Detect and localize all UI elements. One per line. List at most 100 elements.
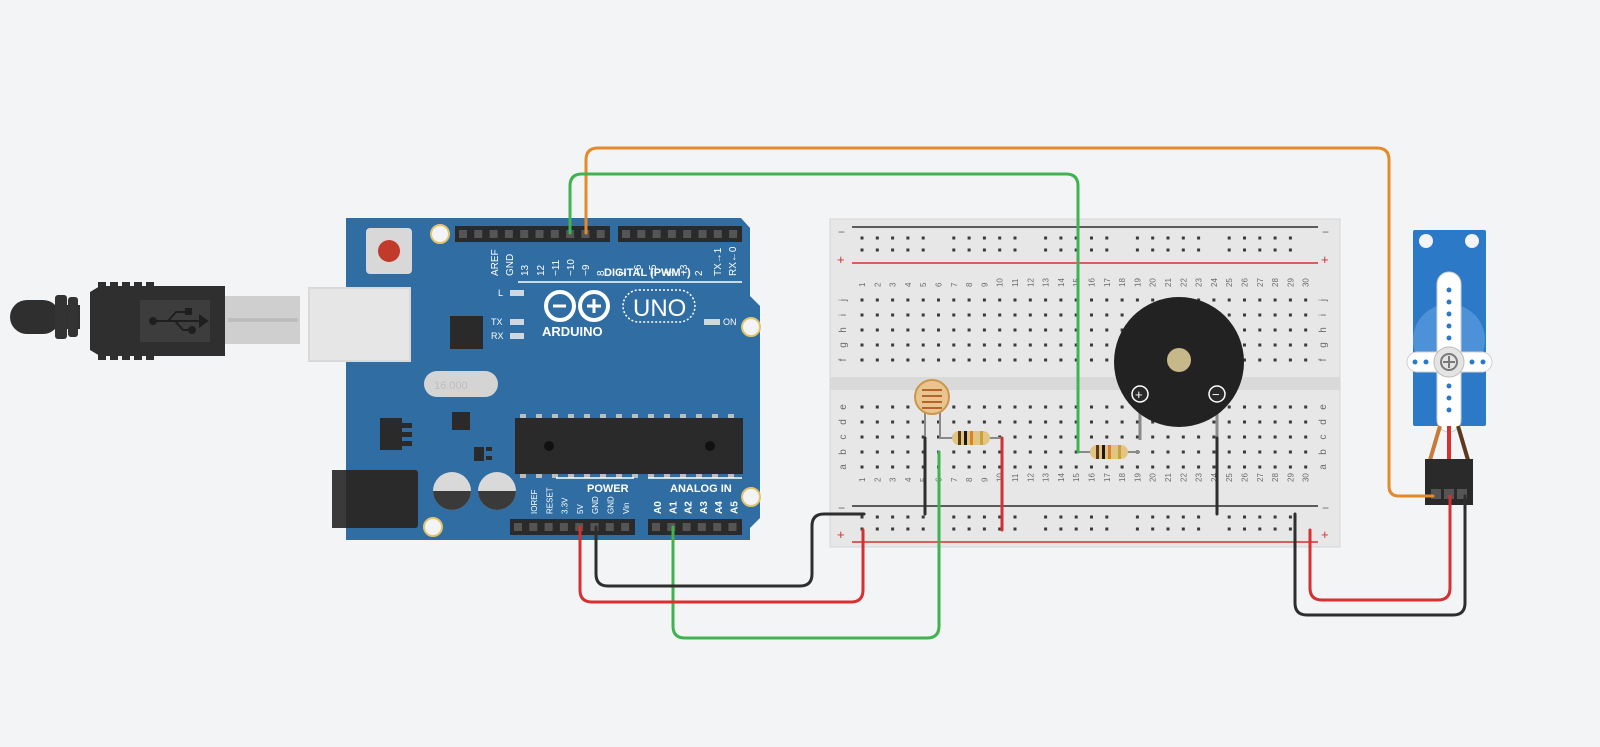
breadboard-hole[interactable] <box>998 420 1002 424</box>
breadboard-hole[interactable] <box>952 328 956 332</box>
breadboard-hole[interactable] <box>921 343 925 347</box>
breadboard-hole[interactable] <box>1151 236 1155 240</box>
breadboard-hole[interactable] <box>1059 358 1063 362</box>
breadboard-hole[interactable] <box>998 236 1002 240</box>
breadboard-hole[interactable] <box>1243 343 1246 347</box>
breadboard-hole[interactable] <box>1288 298 1292 302</box>
breadboard-hole[interactable] <box>1105 298 1109 302</box>
breadboard-hole[interactable] <box>1212 420 1216 424</box>
breadboard-hole[interactable] <box>906 328 910 332</box>
breadboard-hole[interactable] <box>875 465 879 469</box>
breadboard-hole[interactable] <box>1074 465 1078 469</box>
breadboard-hole[interactable] <box>1227 236 1231 240</box>
breadboard-hole[interactable] <box>921 450 925 454</box>
breadboard-hole[interactable] <box>921 248 925 252</box>
breadboard-hole[interactable] <box>982 298 986 302</box>
header-socket[interactable] <box>713 523 722 531</box>
header-socket[interactable] <box>682 523 691 531</box>
breadboard-hole[interactable] <box>1059 435 1063 439</box>
breadboard-hole[interactable] <box>1212 465 1216 469</box>
header-socket[interactable] <box>474 230 483 238</box>
breadboard-hole[interactable] <box>998 405 1002 409</box>
breadboard-hole[interactable] <box>1090 343 1093 347</box>
breadboard-hole[interactable] <box>1028 358 1032 362</box>
header-socket[interactable] <box>535 230 544 238</box>
breadboard-hole[interactable] <box>998 465 1002 469</box>
breadboard-hole[interactable] <box>1044 236 1048 240</box>
breadboard-hole[interactable] <box>952 236 956 240</box>
breadboard-hole[interactable] <box>1273 450 1277 454</box>
header-socket[interactable] <box>713 230 722 238</box>
breadboard-hole[interactable] <box>982 343 986 347</box>
breadboard-hole[interactable] <box>937 343 940 347</box>
breadboard-hole[interactable] <box>921 236 925 240</box>
breadboard-hole[interactable] <box>1197 450 1201 454</box>
breadboard-hole[interactable] <box>906 248 910 252</box>
breadboard-hole[interactable] <box>1044 465 1048 469</box>
breadboard-hole[interactable] <box>906 313 910 317</box>
breadboard-hole[interactable] <box>1074 328 1078 332</box>
breadboard-hole[interactable] <box>875 435 879 439</box>
breadboard-hole[interactable] <box>1013 515 1017 519</box>
breadboard-hole[interactable] <box>1273 465 1277 469</box>
breadboard-hole[interactable] <box>860 515 864 519</box>
breadboard-hole[interactable] <box>1288 248 1292 252</box>
breadboard-hole[interactable] <box>1273 420 1277 424</box>
breadboard-hole[interactable] <box>998 313 1002 317</box>
header-socket[interactable] <box>683 230 692 238</box>
breadboard-hole[interactable] <box>982 236 986 240</box>
breadboard-hole[interactable] <box>967 328 971 332</box>
breadboard-hole[interactable] <box>1288 328 1292 332</box>
header-socket[interactable] <box>544 523 553 531</box>
breadboard-hole[interactable] <box>1243 248 1246 252</box>
header-socket[interactable] <box>605 523 614 531</box>
breadboard-hole[interactable] <box>952 405 956 409</box>
breadboard-hole[interactable] <box>1105 236 1109 240</box>
breadboard-hole[interactable] <box>1258 248 1262 252</box>
breadboard-hole[interactable] <box>875 527 879 531</box>
breadboard-hole[interactable] <box>1151 298 1155 302</box>
breadboard-hole[interactable] <box>1135 248 1139 252</box>
breadboard-hole[interactable] <box>1273 298 1277 302</box>
breadboard-hole[interactable] <box>1151 515 1155 519</box>
breadboard-hole[interactable] <box>921 358 925 362</box>
breadboard-hole[interactable] <box>1243 328 1246 332</box>
breadboard-hole[interactable] <box>998 515 1002 519</box>
breadboard-hole[interactable] <box>1212 298 1216 302</box>
breadboard-hole[interactable] <box>1273 248 1277 252</box>
breadboard-hole[interactable] <box>1135 298 1139 302</box>
breadboard-hole[interactable] <box>967 465 971 469</box>
breadboard-hole[interactable] <box>982 527 986 531</box>
breadboard-hole[interactable] <box>1258 343 1262 347</box>
breadboard-hole[interactable] <box>952 298 956 302</box>
breadboard-hole[interactable] <box>875 248 879 252</box>
breadboard-hole[interactable] <box>1227 248 1231 252</box>
breadboard-hole[interactable] <box>967 450 971 454</box>
breadboard-hole[interactable] <box>1028 435 1032 439</box>
breadboard-hole[interactable] <box>967 248 971 252</box>
breadboard-hole[interactable] <box>1197 515 1201 519</box>
breadboard-hole[interactable] <box>1273 236 1277 240</box>
breadboard-hole[interactable] <box>982 328 986 332</box>
breadboard-hole[interactable] <box>1013 358 1017 362</box>
breadboard-hole[interactable] <box>906 343 910 347</box>
breadboard-hole[interactable] <box>1044 328 1048 332</box>
breadboard-hole[interactable] <box>1044 248 1048 252</box>
breadboard-hole[interactable] <box>1227 420 1231 424</box>
breadboard-hole[interactable] <box>967 420 971 424</box>
breadboard-hole[interactable] <box>1243 236 1246 240</box>
breadboard-hole[interactable] <box>1288 527 1292 531</box>
breadboard-hole[interactable] <box>1258 313 1262 317</box>
breadboard-hole[interactable] <box>1013 298 1017 302</box>
breadboard-hole[interactable] <box>1273 313 1277 317</box>
breadboard-hole[interactable] <box>1059 313 1063 317</box>
breadboard-hole[interactable] <box>1304 405 1308 409</box>
breadboard-hole[interactable] <box>1105 248 1109 252</box>
breadboard-hole[interactable] <box>982 313 986 317</box>
breadboard-hole[interactable] <box>998 343 1002 347</box>
header-socket[interactable] <box>698 230 707 238</box>
breadboard-hole[interactable] <box>998 527 1002 531</box>
breadboard-hole[interactable] <box>1288 420 1292 424</box>
breadboard-hole[interactable] <box>1105 527 1109 531</box>
breadboard-hole[interactable] <box>1074 313 1078 317</box>
